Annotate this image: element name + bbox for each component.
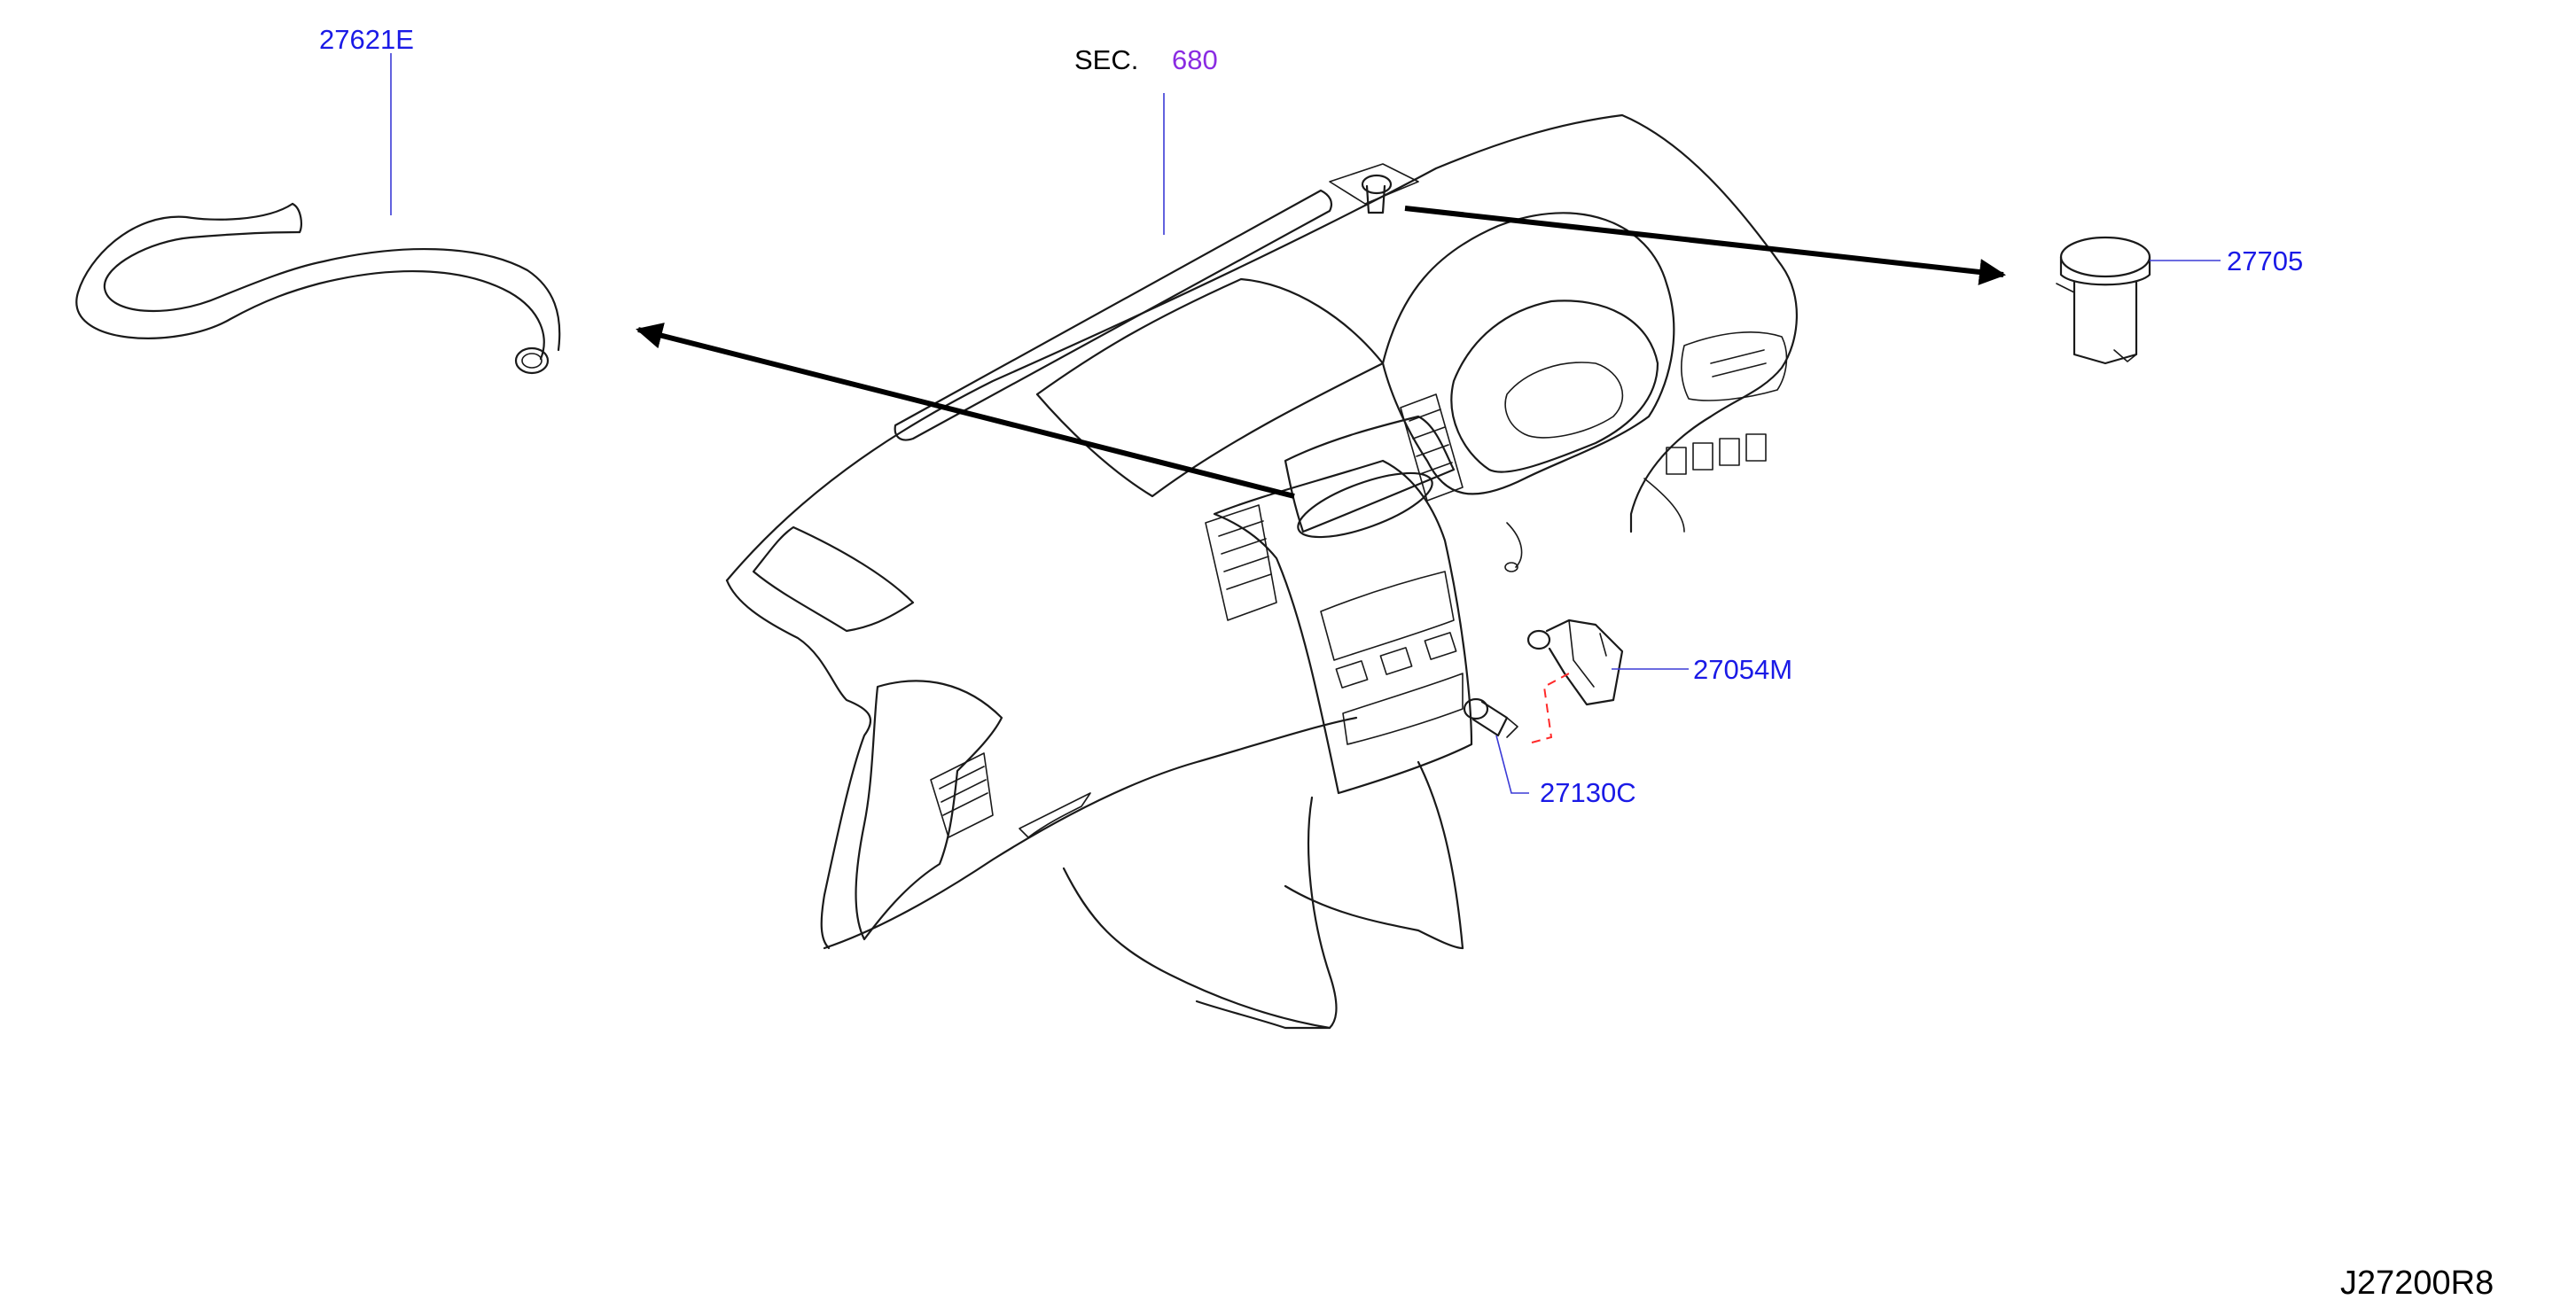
aspirator-part xyxy=(1526,619,1624,706)
sensor-part-number[interactable]: 27705 xyxy=(2227,245,2303,276)
instrument-panel xyxy=(725,113,1798,1030)
hose-part-number[interactable]: 27621E xyxy=(319,24,414,55)
clip-leader xyxy=(1495,735,1529,794)
clip-part-number[interactable]: 27130C xyxy=(1540,777,1636,808)
sensor-location-arrow xyxy=(1404,206,2006,285)
aspirator-part-number[interactable]: 27054M xyxy=(1693,654,1792,685)
clip-to-aspirator-dashed-line xyxy=(1531,673,1570,743)
figure-id: J27200R8 xyxy=(2340,1264,2494,1302)
clip-part xyxy=(1463,697,1518,738)
section-number-link[interactable]: 680 xyxy=(1172,44,1218,75)
section-prefix: SEC. xyxy=(1074,44,1138,75)
hose-location-arrow xyxy=(636,323,1295,499)
sensor-part xyxy=(2056,236,2151,365)
hose-part xyxy=(75,202,561,375)
